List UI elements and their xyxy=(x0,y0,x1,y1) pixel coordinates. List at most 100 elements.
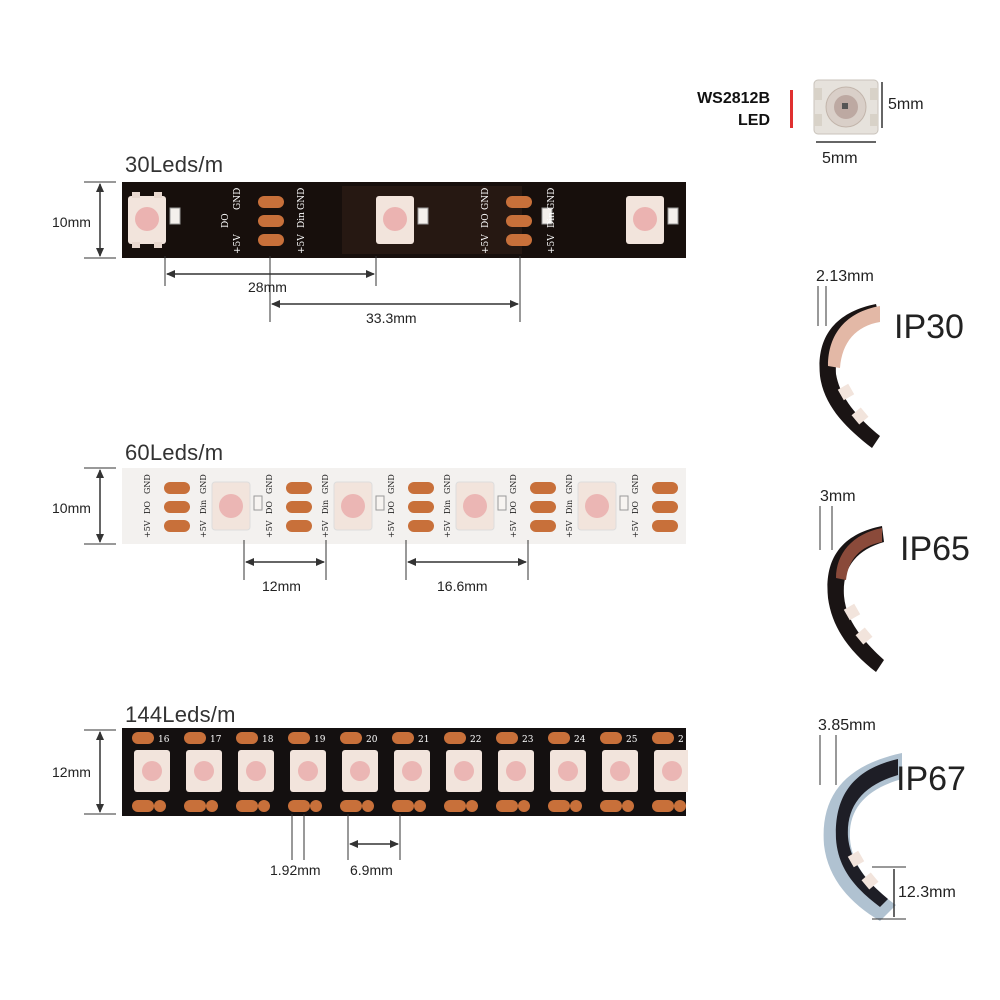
strip-30-height-label: 10mm xyxy=(52,214,91,230)
strip-30-led-1 xyxy=(128,192,181,248)
strip-60-pad-label: +5V xyxy=(143,520,152,538)
strip-60-pad-label: GND xyxy=(565,474,574,494)
strip-60-pad-label: GND xyxy=(143,474,152,494)
strip-60-pad-label: GND xyxy=(387,474,396,494)
strip-144-led: 17 xyxy=(184,732,222,812)
strip-144-dims xyxy=(291,814,401,860)
strip-60-pad-label: GND xyxy=(321,474,330,494)
legend-red-bar xyxy=(790,90,793,128)
ip67-label: IP67 xyxy=(896,760,966,798)
strip-60-pad-label: +5V xyxy=(265,520,274,538)
strip-60-pad-label: +5V xyxy=(631,520,640,538)
strip-60-pitch-inner-label: 12mm xyxy=(262,578,301,594)
strip-30-pads-2: +5V DO GND +5V Din GND xyxy=(481,188,557,254)
strip-144-led: 23 xyxy=(496,732,534,812)
strip-144-led: 21 xyxy=(392,732,430,812)
strip-60-pads: +5V DO GND +5V Din GND xyxy=(509,474,574,538)
strip-60-pitch-label: 16.6mm xyxy=(437,578,488,594)
led-type: LED xyxy=(738,112,770,129)
strip-30-pcb: +5V DO GND +5V Din GND +5V DO GND +5V Di… xyxy=(122,182,686,258)
ip67-width-label: 12.3mm xyxy=(898,884,956,901)
strip-144-led-number: 2 xyxy=(678,735,684,745)
strip-60-height-dim xyxy=(84,467,116,545)
strip-60-pad-label: Din xyxy=(321,500,330,514)
strip-60-title: 60Leds/m xyxy=(125,440,224,465)
strip-60-pad-label: Din xyxy=(565,500,574,514)
strip-144-led-number: 18 xyxy=(262,735,274,745)
strip-60-pcb: +5V DO GND +5V Din GND +5V DO GND +5V Din GND +5V DO G… xyxy=(122,468,688,544)
svg-text:GND: GND xyxy=(481,188,491,210)
strip-60-pad-label: Din xyxy=(687,500,688,514)
ip30-strip-image xyxy=(817,286,880,448)
strip-144-led: 19 xyxy=(288,732,326,812)
strip-60-pads: +5V DO GND +5V Din GND xyxy=(387,474,452,538)
strip-144-led-number: 24 xyxy=(574,735,586,745)
ip67-thickness-label: 3.85mm xyxy=(818,717,876,734)
strip-30-pitch-label: 33.3mm xyxy=(366,310,417,326)
pad-label-5v-out: +5V xyxy=(233,234,243,254)
strip-60-segments: +5V DO GND +5V Din GND +5V DO GND +5V Din GND +5V DO G… xyxy=(143,474,688,538)
strip-60-pad-label: DO xyxy=(509,501,518,514)
strip-60-pad-label: Din xyxy=(443,500,452,514)
strip-60-pad-label: DO xyxy=(143,501,152,514)
svg-text:+5V: +5V xyxy=(481,234,491,254)
ip65-label: IP65 xyxy=(900,530,970,568)
strip-60-pad-label: DO xyxy=(387,501,396,514)
strip-144-height-label: 12mm xyxy=(52,764,91,780)
strip-60-pad-label: GND xyxy=(687,474,688,494)
svg-text:GND: GND xyxy=(233,188,243,210)
strip-60-pad-label: DO xyxy=(631,501,640,514)
strip-60-pad-label: GND xyxy=(199,474,208,494)
strip-60-pad-label: GND xyxy=(443,474,452,494)
strip-60-led xyxy=(577,481,629,531)
strip-30-title: 30Leds/m xyxy=(125,152,224,177)
svg-text:DO: DO xyxy=(481,213,491,228)
led-width-label: 5mm xyxy=(822,150,858,167)
strip-144-segments: 16 17 18 19 20 21 22 23 24 25 2 xyxy=(132,732,688,812)
strip-144-pad-width-label: 1.92mm xyxy=(270,862,321,878)
strip-60-pad-label: DO xyxy=(265,501,274,514)
strip-60-pads: +5V DO GND +5V Din GND xyxy=(631,474,688,538)
strip-60-pad-label: +5V xyxy=(565,520,574,538)
strip-144-led-number: 22 xyxy=(470,735,481,745)
strip-144-pitch-label: 6.9mm xyxy=(350,862,393,878)
strip-60-pad-label: GND xyxy=(631,474,640,494)
svg-text:GND: GND xyxy=(547,188,557,210)
strip-144-led-number: 19 xyxy=(314,735,326,745)
strip-144-led-number: 16 xyxy=(158,735,170,745)
strip-30-led-2 xyxy=(376,196,429,244)
strip-60-pad-label: +5V xyxy=(687,520,688,538)
strip-144-led-number: 23 xyxy=(522,735,534,745)
strip-60-pad-label: +5V xyxy=(387,520,396,538)
ip67-strip-image xyxy=(819,735,906,921)
strip-144-led: 22 xyxy=(444,732,482,812)
ip65-thickness-label: 3mm xyxy=(820,488,856,505)
ip65-strip-image xyxy=(819,506,884,672)
svg-text:GND: GND xyxy=(297,188,307,210)
strip-60-pad-label: +5V xyxy=(509,520,518,538)
led-5050-chip-icon xyxy=(813,79,879,135)
led-height-label: 5mm xyxy=(888,96,924,113)
strip-144-led: 18 xyxy=(236,732,274,812)
strip-30-height-dim xyxy=(84,181,116,259)
svg-text:Din: Din xyxy=(297,212,307,228)
strip-144-led-number: 21 xyxy=(418,735,429,745)
strip-60-led xyxy=(333,481,385,531)
strip-144-led: 25 xyxy=(600,732,638,812)
strip-60-led xyxy=(455,481,507,531)
strip-30-pitch-dims xyxy=(164,256,521,322)
strip-144-led-number: 20 xyxy=(366,735,378,745)
strip-144-led: 2 xyxy=(652,732,688,812)
svg-text:+5V: +5V xyxy=(547,234,557,254)
led-width-dim xyxy=(816,141,876,143)
strip-30-pads-1: +5V DO GND +5V Din GND xyxy=(221,188,307,254)
led-model: WS2812B xyxy=(697,90,770,107)
strip-60-pad-label: GND xyxy=(265,474,274,494)
strip-60-pad-label: +5V xyxy=(443,520,452,538)
ip30-label: IP30 xyxy=(894,308,964,346)
strip-144-height-dim xyxy=(84,729,116,815)
strip-60-pad-label: GND xyxy=(509,474,518,494)
strip-60-pitch-dims xyxy=(243,540,529,580)
strip-60-pad-label: Din xyxy=(199,500,208,514)
